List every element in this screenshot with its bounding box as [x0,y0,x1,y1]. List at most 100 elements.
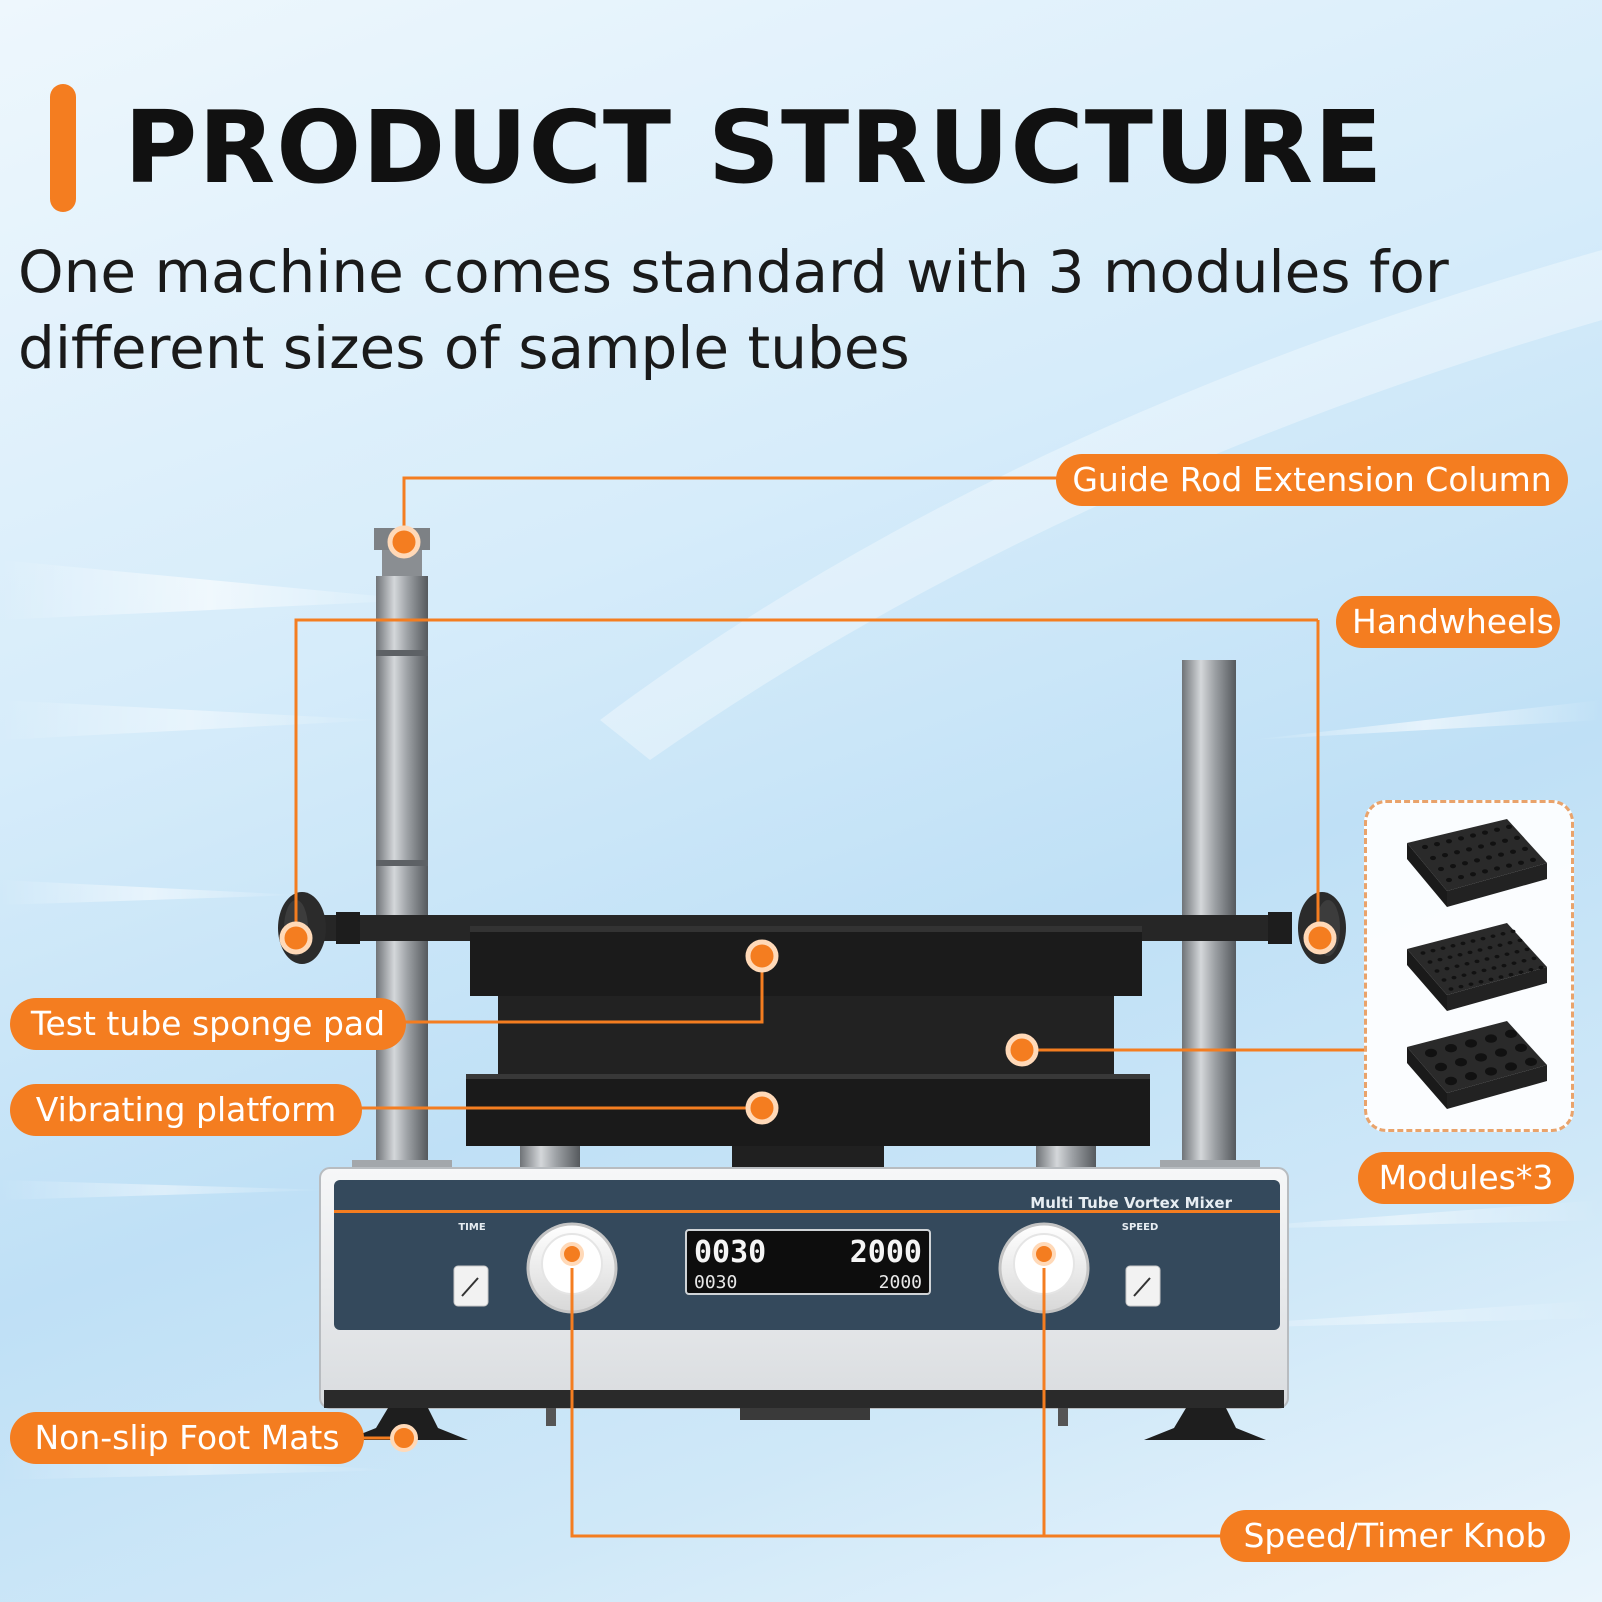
module-hole [1530,857,1536,862]
display-time-large: 0030 [694,1235,766,1270]
module-hole [1494,954,1500,959]
module-large-holes [1407,1021,1547,1109]
module-hole [1440,946,1446,950]
module-hole [1538,965,1544,970]
display-speed-large: 2000 [850,1235,922,1270]
speed-gauge-icon [1125,1265,1161,1307]
module-hole [1517,938,1523,943]
module-hole [1510,849,1516,854]
module-hole [1495,1048,1507,1057]
title-accent-bar [50,84,76,212]
module-hole [1497,943,1503,947]
module-hole [1482,869,1488,874]
module-hole [1450,864,1456,869]
module-hole [1508,972,1514,977]
module-hole [1467,950,1473,955]
module-hole [1480,936,1486,941]
module-hole [1450,944,1456,948]
module-hole [1505,1062,1517,1071]
module-hole [1494,866,1500,871]
module-hole [1478,980,1484,984]
module-hole [1474,858,1480,863]
lcd-display: 0030 2000 0030 2000 [685,1229,931,1295]
module-hole [1425,1048,1437,1058]
module-hole [1464,962,1470,966]
module-hole [1434,842,1440,847]
module-hole [1510,929,1516,934]
timer-gauge-icon [453,1265,489,1307]
module-hole [1462,861,1468,866]
time-label: TIME [458,1222,485,1233]
module-hole [1458,984,1464,989]
module-hole [1518,860,1524,865]
module-hole [1502,838,1508,843]
module-hole [1438,866,1444,872]
module-hole [1466,847,1472,852]
module-hole [1430,855,1436,861]
module-hole [1504,952,1510,956]
module-hole [1490,841,1496,846]
module-hole [1474,959,1480,964]
module-hole [1447,955,1453,959]
module-hole [1457,953,1463,957]
module-hole [1505,1029,1517,1038]
callout-vibrating-platform: Vibrating platform [10,1084,362,1136]
foot-mat-left [346,1408,468,1440]
module-hole [1465,1072,1477,1081]
module-hole [1531,956,1537,961]
page-subtitle: One machine comes standard with 3 module… [18,238,1449,382]
module-hole [1430,948,1436,953]
module-hole [1470,833,1476,838]
display-speed-small: 2000 [879,1272,922,1293]
module-hole [1481,968,1487,973]
callout-guide-rod: Guide Rod Extension Column [1056,454,1568,506]
module-hole [1470,939,1476,943]
leader-lines [294,476,1364,1538]
module-hole [1506,863,1512,868]
module-hole [1448,987,1454,991]
callout-modules: Modules*3 [1358,1152,1574,1204]
module-small-holes [1407,819,1547,907]
module-hole [1506,824,1512,829]
callout-sponge-pad: Test tube sponge pad [10,998,406,1050]
callout-dots [279,525,1337,1452]
module-hole [1454,850,1460,855]
module-hole [1521,959,1527,963]
guide-rod-left [352,528,452,1170]
module-hole [1514,835,1520,840]
module-hole [1475,1053,1487,1062]
module-hole [1470,872,1476,877]
module-hole [1427,960,1433,964]
callout-knob: Speed/Timer Knob [1220,1510,1570,1562]
module-hole [1478,844,1484,849]
module-hole [1525,1057,1537,1066]
module-hole [1487,945,1493,950]
module-hole [1434,969,1440,973]
module-hole [1437,957,1443,962]
callout-foot-mats: Non-slip Foot Mats [10,1412,364,1464]
page-title: PRODUCT STRUCTURE [124,89,1384,206]
module-hole [1491,966,1497,970]
module-hole [1446,877,1452,883]
module-hole [1455,1058,1467,1067]
module-hole [1446,839,1452,844]
device-brand-label: Multi Tube Vortex Mixer [1030,1194,1232,1212]
module-hole [1420,951,1426,955]
module-hole [1458,875,1464,880]
module-hole [1486,855,1492,860]
callout-handwheels: Handwheels [1336,596,1560,648]
module-hole [1485,1067,1497,1076]
module-hole [1490,934,1496,938]
module-hole [1460,941,1466,946]
module-hole [1477,948,1483,952]
modules-panel [1364,800,1574,1132]
module-hole [1528,968,1534,972]
platform-stack [466,926,1150,1170]
module-hole [1445,1044,1457,1053]
speed-label: SPEED [1122,1222,1159,1233]
module-hole [1524,947,1530,952]
module-hole [1445,1076,1457,1086]
module-hole [1422,844,1428,850]
module-hole [1485,1034,1497,1043]
